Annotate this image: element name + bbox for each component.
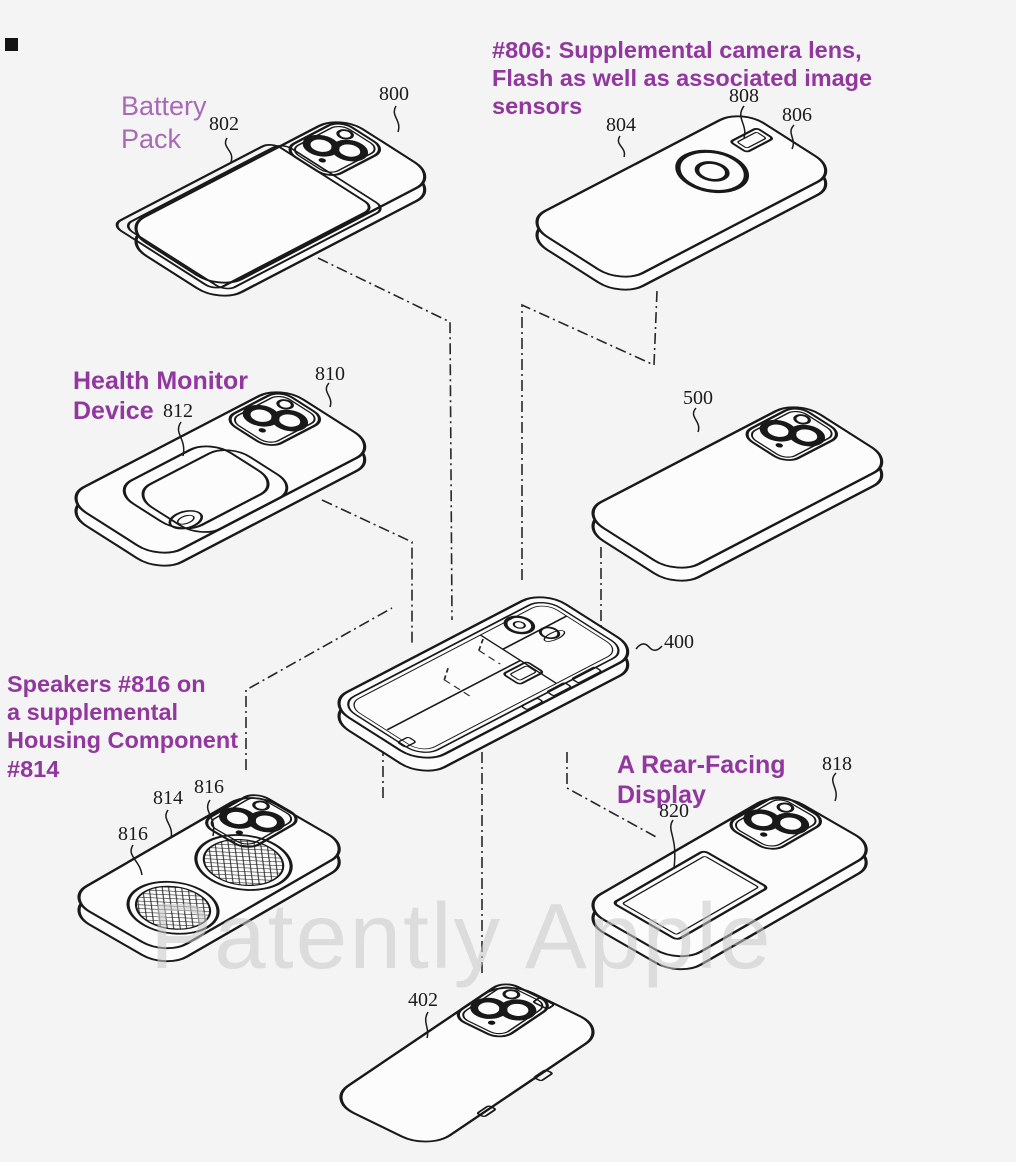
ref-818: 818	[822, 753, 852, 775]
phone-500	[591, 400, 884, 582]
ref-810: 810	[315, 363, 345, 385]
patently-apple-watermark: Patently Apple	[150, 884, 773, 988]
rear-display-device	[591, 791, 868, 971]
corner-square-mark	[5, 38, 18, 51]
ref-812: 812	[163, 400, 193, 422]
health-monitor-device	[74, 385, 367, 567]
lens-ring	[675, 149, 750, 194]
chassis-camera-ring	[503, 615, 536, 635]
annotation-rear-display: A Rear-Facing Display	[617, 751, 786, 809]
battery-slab	[115, 144, 371, 289]
ref-816-upper: 816	[194, 776, 224, 798]
annotation-supplemental-camera: #806: Supplemental camera lens, Flash as…	[492, 37, 873, 120]
sensor-opening	[168, 510, 204, 530]
battery-pack-device	[115, 110, 427, 297]
ref-804: 804	[606, 114, 636, 136]
ref-802: 802	[209, 113, 239, 135]
flash-window	[730, 127, 774, 153]
ref-500: 500	[683, 387, 713, 409]
chassis-400	[337, 596, 630, 772]
monitor-pillow	[122, 445, 270, 530]
back-panel-402	[339, 980, 595, 1143]
annotation-speakers: Speakers #816 on a supplemental Housing …	[7, 671, 239, 782]
leader-lines	[130, 105, 837, 1039]
ref-800: 800	[379, 83, 409, 105]
annotation-health-monitor: Health Monitor Device	[73, 367, 248, 425]
ref-806: 806	[782, 104, 812, 126]
ref-400: 400	[664, 631, 694, 653]
speaker-grille-large	[194, 834, 293, 891]
ref-808: 808	[729, 85, 759, 107]
speakers-device	[77, 790, 341, 963]
annotation-battery-pack: Battery Pack	[121, 91, 207, 154]
rear-display	[613, 850, 768, 940]
speaker-grille-small	[126, 880, 220, 935]
ref-820: 820	[659, 800, 689, 822]
projection-lines	[245, 257, 659, 976]
ref-402: 402	[408, 989, 438, 1011]
connector	[503, 661, 544, 685]
camera-lens-device	[535, 115, 828, 291]
ref-814: 814	[153, 787, 183, 809]
ref-816-lower: 816	[118, 823, 148, 845]
